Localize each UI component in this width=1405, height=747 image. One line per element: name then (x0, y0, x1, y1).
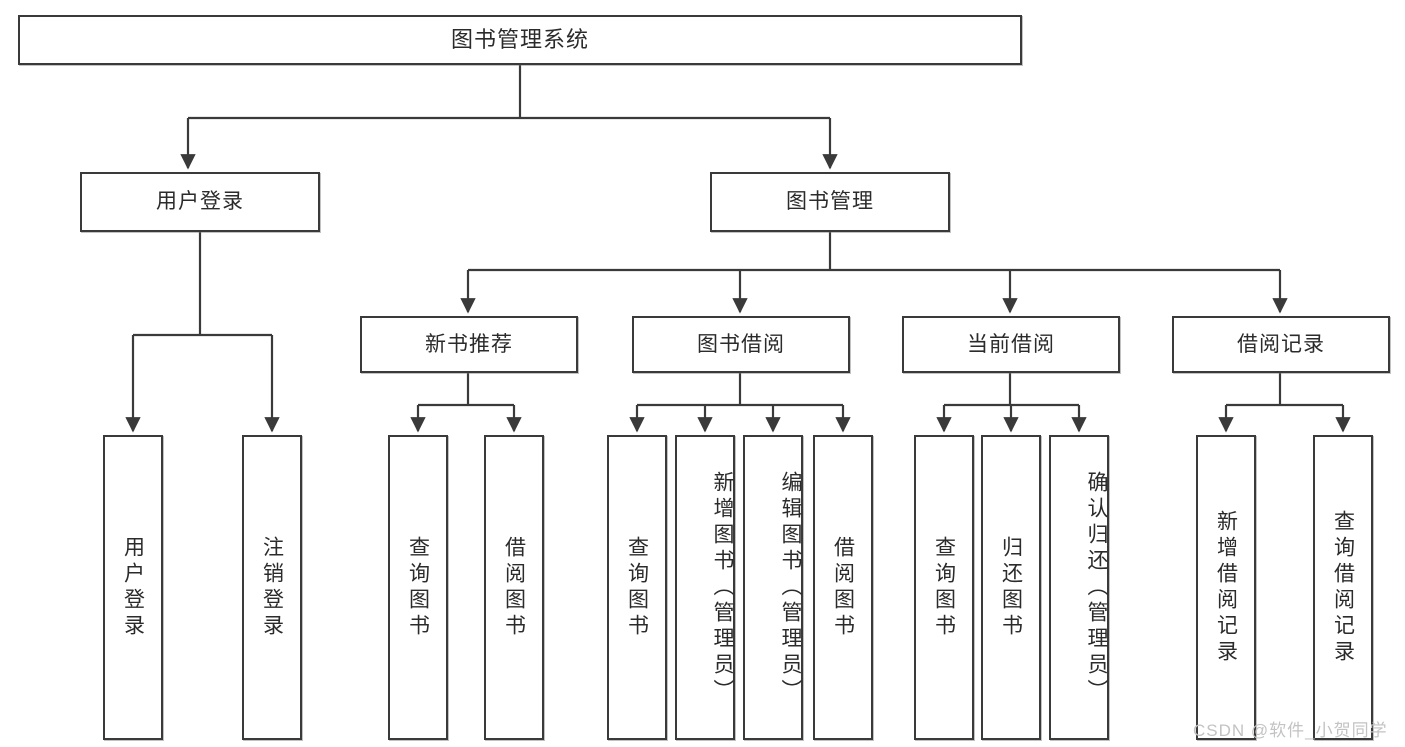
leaf-borrow-borrow-books[interactable]: 借阅图书 (813, 435, 873, 740)
node-root-book-management-system[interactable]: 图书管理系统 (18, 15, 1022, 65)
node-new-book-recommendation[interactable]: 新书推荐 (360, 316, 578, 373)
leaf-new-book-borrow-books[interactable]: 借阅图书 (484, 435, 544, 740)
leaf-user-login-signin[interactable]: 用户登录 (103, 435, 163, 740)
leaf-borrow-edit-book-admin[interactable]: 编辑图书（管理员） (743, 435, 803, 740)
node-current-borrowing[interactable]: 当前借阅 (902, 316, 1120, 373)
leaf-borrow-add-book-admin[interactable]: 新增图书（管理员） (675, 435, 735, 740)
node-book-management[interactable]: 图书管理 (710, 172, 950, 232)
csdn-watermark: CSDN @软件_小贺同学 (1193, 721, 1388, 740)
leaf-current-query-books[interactable]: 查询图书 (914, 435, 974, 740)
leaf-current-return-books[interactable]: 归还图书 (981, 435, 1041, 740)
leaf-user-login-signout[interactable]: 注销登录 (242, 435, 302, 740)
leaf-current-confirm-return-admin[interactable]: 确认归还（管理员） (1049, 435, 1109, 740)
leaf-records-add-borrow-record[interactable]: 新增借阅记录 (1196, 435, 1256, 740)
leaf-borrow-query-books[interactable]: 查询图书 (607, 435, 667, 740)
node-book-borrowing[interactable]: 图书借阅 (632, 316, 850, 373)
node-borrowing-records[interactable]: 借阅记录 (1172, 316, 1390, 373)
node-user-login[interactable]: 用户登录 (80, 172, 320, 232)
leaf-records-query-borrow-record[interactable]: 查询借阅记录 (1313, 435, 1373, 740)
leaf-new-book-query-books[interactable]: 查询图书 (388, 435, 448, 740)
